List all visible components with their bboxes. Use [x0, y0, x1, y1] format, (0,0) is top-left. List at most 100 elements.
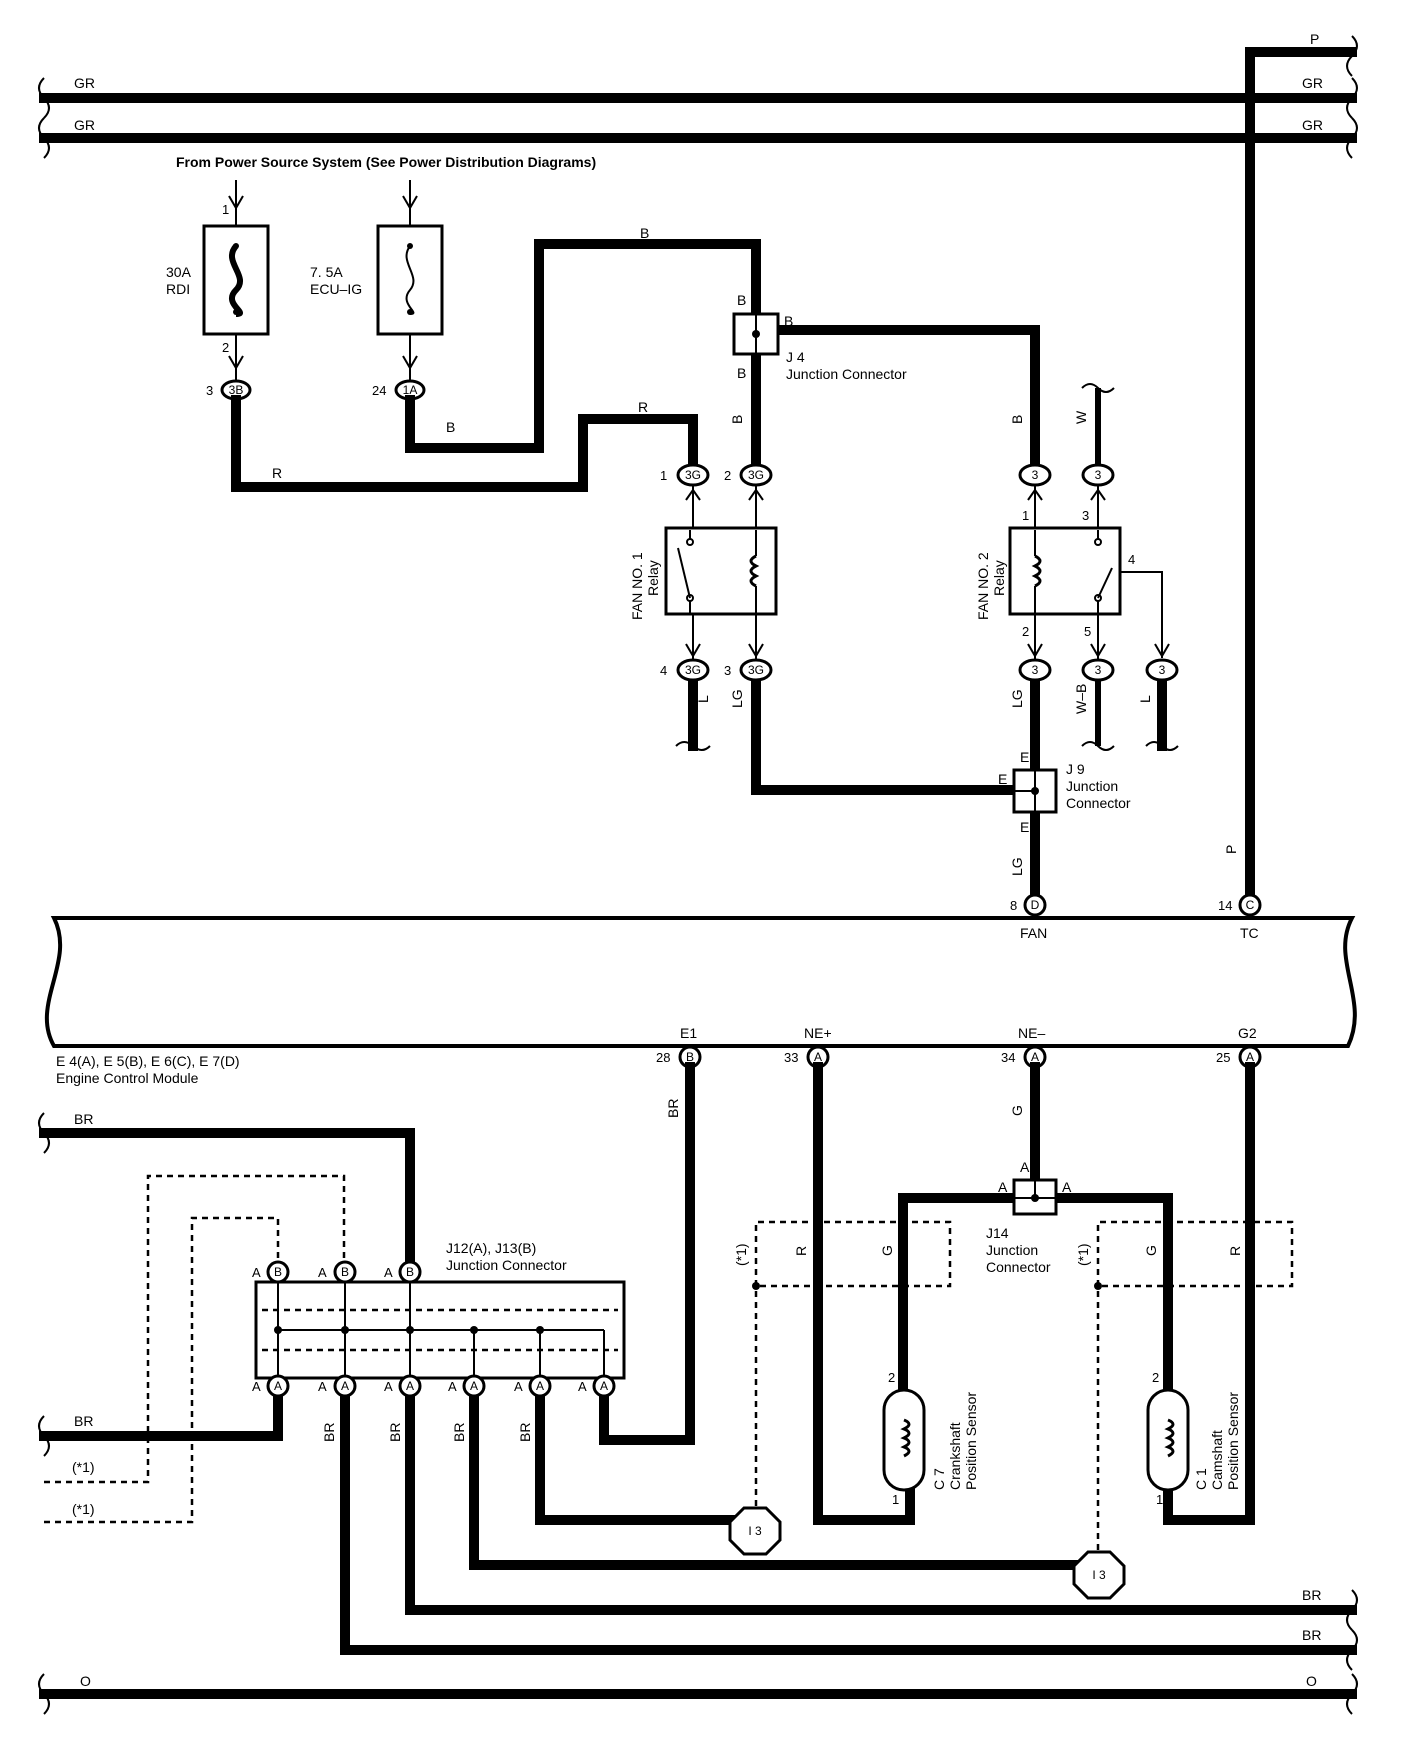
wire-b-1: B — [640, 225, 649, 241]
fan1-pin-3: 3 — [724, 663, 731, 678]
connector-1a: 1A 24 — [372, 379, 426, 401]
j4-pin-right: B — [784, 313, 793, 329]
camshaft-position-sensor: 2 1 C 1 Camshaft Position Sensor — [1146, 1370, 1241, 1507]
wire-br-9: BR — [1302, 1627, 1321, 1643]
j9-pin-bottom: E — [1020, 819, 1029, 835]
crankshaft-position-sensor: 2 1 C 7 Crankshaft Position Sensor — [882, 1370, 979, 1507]
ecm-pin-14: 14 — [1218, 898, 1232, 913]
ecm-fan: FAN — [1020, 925, 1047, 941]
ecm-conn-d: D — [1031, 898, 1040, 912]
shield-note-1: (*1) — [72, 1459, 95, 1475]
cam-line-1: Camshaft — [1209, 1430, 1225, 1490]
fan2-pin-2: 2 — [1022, 624, 1029, 639]
wire-label-p-top: P — [1310, 31, 1319, 47]
junction-j4: B B B J 4 Junction Connector — [732, 292, 907, 382]
ground-point-1: I 3 — [728, 1506, 782, 1556]
wire-g-3: G — [1143, 1245, 1159, 1256]
fuse-rdi-name: RDI — [166, 281, 190, 297]
shield-note-4: (*1) — [1075, 1243, 1091, 1266]
connector-1a-pin: 24 — [372, 383, 386, 398]
ecm-ne-plus: NE+ — [804, 1025, 832, 1041]
crank-id: C 7 — [931, 1468, 947, 1490]
j14-label-1: Junction — [986, 1242, 1038, 1258]
j12-ba-1: A — [252, 1265, 261, 1280]
wire-r-4: R — [1227, 1246, 1243, 1256]
wire-b-3: B — [729, 415, 745, 424]
j12-aa-1: A — [252, 1379, 261, 1394]
wire-br-6: BR — [451, 1423, 467, 1442]
j12-a-5: A — [536, 1379, 544, 1393]
wire-br-4: BR — [321, 1423, 337, 1442]
fan2-pin-4: 4 — [1128, 552, 1135, 567]
j12-b-1: B — [274, 1265, 282, 1279]
j4-pin-bottom: B — [737, 365, 746, 381]
wire-r-2: R — [272, 465, 282, 481]
fan1-pin-2: 2 — [724, 468, 731, 483]
wire-br-5: BR — [387, 1423, 403, 1442]
fan1-conn-3: 3G — [748, 663, 764, 677]
wire-label-gr-1: GR — [74, 75, 95, 91]
junction-j12-j13: B B B A A A A A A A A A A A A A A A J12(… — [252, 1240, 626, 1398]
fan2-pin-5: 5 — [1084, 624, 1091, 639]
cam-pin-2: 2 — [1152, 1370, 1159, 1385]
j4-label: Junction Connector — [786, 366, 907, 382]
j12-aa-5: A — [514, 1379, 523, 1394]
ecm-pin-33: 33 — [784, 1050, 798, 1065]
fuse-rdi-pin-1: 1 — [222, 202, 229, 217]
j12-aa-4: A — [448, 1379, 457, 1394]
junction-j14: A A A J14 Junction Connector — [986, 1159, 1072, 1275]
wire-l-1: L — [695, 695, 711, 703]
fan1-name-1: FAN NO. 1 — [629, 552, 645, 620]
j9-label-2: Connector — [1066, 795, 1131, 811]
connector-3b: 3B 3 — [206, 379, 252, 401]
ground-point-2: I 3 — [1072, 1550, 1126, 1600]
ecm-label-2: Engine Control Module — [56, 1070, 199, 1086]
ecm-label-1: E 4(A), E 5(B), E 6(C), E 7(D) — [56, 1053, 240, 1069]
j12-a-6: A — [600, 1379, 608, 1393]
fan2-name-2: Relay — [991, 560, 1007, 596]
cam-id: C 1 — [1193, 1468, 1209, 1490]
engine-control-module: D C 8 14 FAN TC E1 NE+ NE– G2 B A A A 28… — [44, 893, 1357, 1086]
j12-aa-2: A — [318, 1379, 327, 1394]
j12-b-2: B — [341, 1265, 349, 1279]
j12-a-1: A — [274, 1379, 282, 1393]
j12-label: Junction Connector — [446, 1257, 567, 1273]
ecm-pin-25: 25 — [1216, 1050, 1230, 1065]
upper-wire-labels: B B R R B B W L LG LG W–B L LG P — [272, 225, 1239, 876]
crank-line-1: Crankshaft — [947, 1422, 963, 1490]
cam-line-2: Position Sensor — [1225, 1392, 1241, 1490]
j12-id: J12(A), J13(B) — [446, 1240, 536, 1256]
crank-pin-1: 1 — [892, 1492, 899, 1507]
ecm-conn-c: C — [1246, 898, 1255, 912]
j14-label-2: Connector — [986, 1259, 1051, 1275]
wire-l-2: L — [1137, 695, 1153, 703]
wire-lg-2: LG — [1009, 689, 1025, 708]
fan2-conn-2: 3 — [1032, 663, 1039, 677]
j12-ba-2: A — [318, 1265, 327, 1280]
connector-3b-label: 3B — [229, 383, 244, 397]
fuse-ecu-name: ECU–IG — [310, 281, 362, 297]
wire-label-gr-2: GR — [74, 117, 95, 133]
ecm-tc: TC — [1240, 925, 1259, 941]
wire-o-2: O — [1306, 1673, 1317, 1689]
wire-label-gr-4: GR — [1302, 117, 1323, 133]
fan1-pin-4: 4 — [660, 663, 667, 678]
j12-a-3: A — [406, 1379, 414, 1393]
ecm-pin-8: 8 — [1010, 898, 1017, 913]
wire-b-4: B — [1009, 415, 1025, 424]
wire-br-2: BR — [74, 1413, 93, 1429]
j12-b-3: B — [406, 1265, 414, 1279]
j14-pin-top: A — [1020, 1159, 1030, 1175]
j12-a-4: A — [470, 1379, 478, 1393]
fan1-pin-1: 1 — [660, 468, 667, 483]
fan1-conn-2: 3G — [748, 468, 764, 482]
ecm-pin-34: 34 — [1001, 1050, 1015, 1065]
j14-pin-left: A — [998, 1179, 1008, 1195]
ecm-conn-a-3: A — [1246, 1050, 1254, 1064]
wire-lg-3: LG — [1009, 857, 1025, 876]
wire-br-7: BR — [517, 1423, 533, 1442]
wire-w: W — [1073, 410, 1089, 424]
ecm-conn-a-2: A — [1031, 1050, 1039, 1064]
wire-br-8: BR — [1302, 1587, 1321, 1603]
wire-br-1: BR — [74, 1111, 93, 1127]
